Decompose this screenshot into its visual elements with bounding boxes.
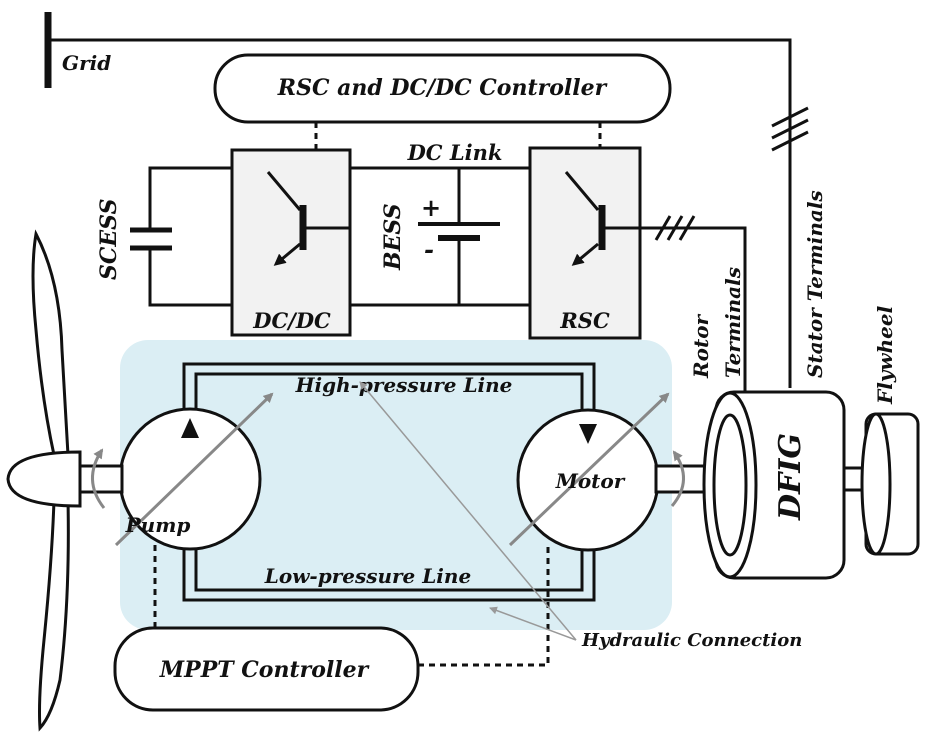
rsc-label: RSC xyxy=(559,308,610,333)
flywheel-label: Flywheel xyxy=(873,305,897,405)
motor-rotation-icon xyxy=(670,450,685,507)
pump-variable-arrow xyxy=(114,392,274,547)
mppt-controller-label: MPPT Controller xyxy=(159,657,370,683)
dfig-label: DFIG xyxy=(773,433,808,521)
scess-wire-top xyxy=(148,166,232,230)
motor-label: Motor xyxy=(555,469,626,493)
pump-label: Pump xyxy=(125,513,191,537)
mppt-dash-motor xyxy=(418,545,550,667)
hydraulic-pointer-low xyxy=(489,606,577,641)
hydraulic-loop xyxy=(182,362,596,602)
rotor-phase-marks xyxy=(654,215,696,241)
dcdc-label: DC/DC xyxy=(252,308,331,333)
rotor-terminals-label-2: Terminals xyxy=(721,267,745,378)
scess-wire-bottom xyxy=(148,248,232,307)
rotor-terminals-label-1: Rotor xyxy=(689,313,713,379)
low-pressure-label: Low-pressure Line xyxy=(264,564,471,588)
high-pressure-label: High-pressure Line xyxy=(295,373,513,397)
turbine-blade-bottom xyxy=(38,498,70,732)
hydraulic-area xyxy=(120,340,672,630)
bess-minus: - xyxy=(424,235,434,264)
stator-terminals-label: Stator Terminals xyxy=(803,190,827,378)
mppt-controller-box xyxy=(113,626,420,712)
dcdc-converter-box xyxy=(230,148,352,337)
rsc-dcdc-controller-box xyxy=(213,53,672,124)
scess-label: SCESS xyxy=(96,199,122,280)
hydraulic-connection-label: Hydraulic Connection xyxy=(581,630,802,651)
grid-line xyxy=(48,38,792,388)
stator-phase-marks xyxy=(771,106,809,152)
rotor-wire xyxy=(602,226,747,398)
motor-direction-icon xyxy=(579,424,597,444)
pump-rotation-icon xyxy=(91,448,106,509)
dc-link-label: DC Link xyxy=(407,140,503,165)
bess-plus: + xyxy=(421,193,441,222)
scess-capacitor xyxy=(130,227,172,251)
rsc-dcdc-controller-label: RSC and DC/DC Controller xyxy=(277,75,608,101)
grid-label: Grid xyxy=(62,51,111,75)
motor-variable-arrow xyxy=(508,392,670,547)
dfig-inner-ring xyxy=(712,413,748,557)
dcdc-transistor-icon xyxy=(266,171,350,266)
bess-label: BESS xyxy=(380,203,406,271)
flywheel-front-face xyxy=(860,412,892,556)
pump-direction-icon xyxy=(181,418,199,438)
turbine-blade-top xyxy=(31,229,70,457)
hydraulic-pointer-high xyxy=(359,381,577,641)
rsc-converter-box xyxy=(528,146,642,340)
turbine-hub xyxy=(6,450,82,508)
